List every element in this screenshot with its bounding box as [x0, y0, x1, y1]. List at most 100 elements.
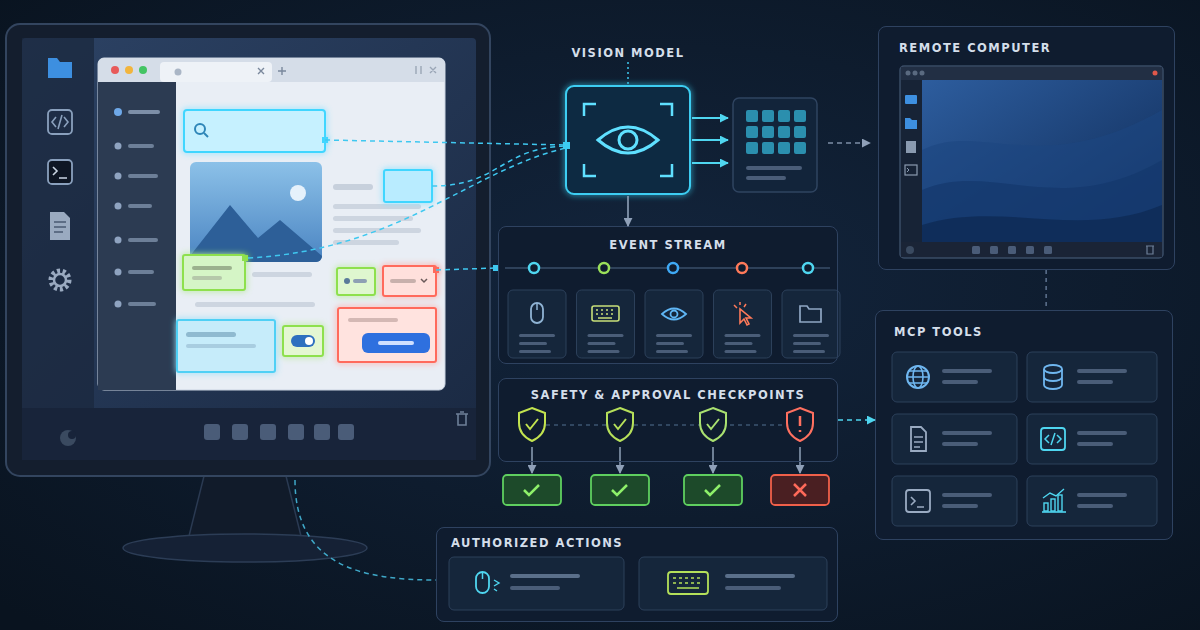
tool-tile [1058, 495, 1062, 511]
detected-element-highlight [204, 133, 208, 137]
feature-grid [762, 142, 774, 154]
tool-tile [1077, 369, 1127, 373]
browser-window [128, 302, 156, 306]
action-card [449, 557, 827, 610]
detected-element-highlight [421, 279, 427, 282]
leader-line [436, 268, 496, 270]
monitor-illustration [54, 274, 66, 286]
browser-window [98, 58, 445, 390]
connector-arrow [627, 196, 629, 226]
vision-model-icon [598, 127, 658, 153]
remote-screen [905, 118, 917, 129]
detected-element-highlight [186, 344, 256, 348]
shield-icon [799, 416, 802, 432]
monitor-illustration [232, 424, 248, 440]
tool-tile [1077, 442, 1113, 446]
tool-tile [1077, 380, 1113, 384]
browser-window [333, 240, 399, 245]
event-card [508, 290, 566, 358]
tool-tile [906, 490, 930, 512]
feature-grid [762, 126, 774, 138]
checkpoint-link [546, 424, 786, 426]
browser-window [190, 205, 322, 262]
remote-screen [906, 246, 914, 254]
remote-screen [901, 242, 1162, 257]
detected-element-highlight [338, 308, 436, 362]
feature-grid [794, 142, 806, 154]
detected-element-highlight [353, 279, 367, 283]
panel-heading: VISION MODEL [556, 46, 700, 60]
output-arrow [828, 142, 870, 144]
browser-window [258, 67, 286, 75]
event-timeline [737, 263, 747, 273]
browser-window [128, 238, 158, 242]
event-card [671, 311, 678, 318]
monitor-illustration [52, 115, 68, 129]
browser-window [98, 58, 445, 82]
browser-window [333, 216, 413, 221]
monitor-illustration [6, 24, 490, 476]
event-card [740, 309, 751, 325]
checkpoint-arrow [799, 447, 801, 473]
vision-output-arrow [692, 162, 728, 164]
monitor-illustration [53, 167, 67, 178]
tool-tile [1027, 414, 1157, 464]
monitor-illustration [288, 424, 304, 440]
leader-line [325, 140, 566, 145]
remote-screen [900, 66, 1163, 258]
event-card [519, 342, 547, 345]
tool-tile [892, 414, 1017, 464]
event-card [536, 303, 538, 310]
event-card [588, 334, 624, 337]
monitor-illustration [50, 212, 70, 240]
feature-grid [778, 110, 790, 122]
monitor-illustration [456, 412, 468, 425]
detected-element-highlight [362, 333, 430, 353]
browser-window [98, 82, 176, 390]
approval-result [794, 484, 806, 496]
monitor-illustration [60, 430, 76, 446]
panel-fill [498, 378, 838, 462]
tool-tile [911, 497, 924, 507]
detected-element-highlight [390, 279, 416, 283]
event-card [725, 350, 757, 353]
monitor-illustration [22, 38, 94, 408]
monitor-illustration [68, 431, 76, 439]
shield-icon [607, 408, 633, 441]
approval-result [705, 485, 720, 495]
vision-model-icon [619, 131, 637, 149]
action-card [510, 574, 580, 578]
vision-output-arrow [692, 118, 728, 163]
remote-screen [901, 67, 1162, 80]
detected-element-highlight [383, 266, 436, 296]
tool-tile [1044, 365, 1062, 373]
remote-screen [913, 71, 918, 76]
event-card [588, 350, 620, 353]
tool-tile [1077, 431, 1127, 435]
browser-window [190, 162, 322, 262]
feature-grid [746, 142, 758, 154]
tool-tile [1051, 499, 1055, 511]
detected-element-highlight [195, 124, 205, 134]
monitor-illustration [188, 472, 302, 540]
event-card [519, 334, 555, 337]
remote-screen [922, 205, 1162, 242]
vision-model-icon [566, 86, 690, 194]
approval-result [612, 485, 627, 495]
event-card [588, 342, 616, 345]
feature-grid [778, 126, 790, 138]
connector-arrow [838, 419, 875, 421]
tool-tile [1077, 504, 1113, 508]
event-card [656, 342, 684, 345]
detected-element-highlight [192, 266, 232, 270]
detected-element-highlight [384, 170, 432, 202]
action-card [482, 572, 484, 579]
feature-grid [746, 126, 758, 138]
shield-icon [519, 408, 813, 441]
remote-screen [922, 80, 1162, 242]
shield-icon [707, 419, 719, 429]
tool-tile [1077, 493, 1127, 497]
checkpoint-arrow [712, 447, 714, 473]
remote-screen [1008, 246, 1016, 254]
